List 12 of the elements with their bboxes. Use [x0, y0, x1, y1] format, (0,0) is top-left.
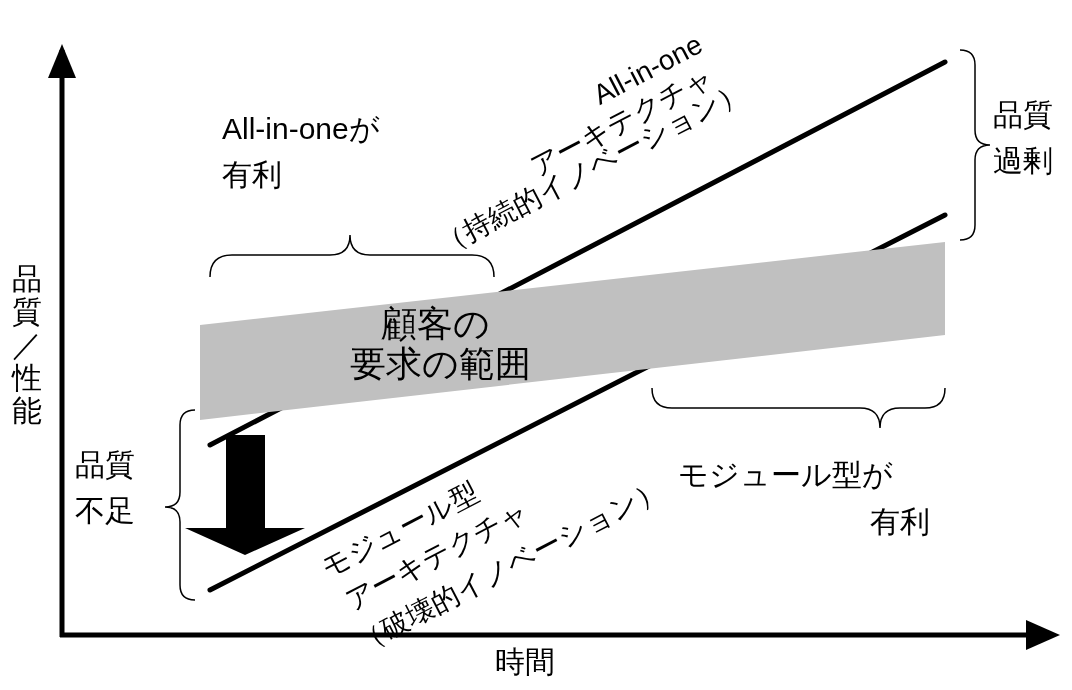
axis-label: 品質／性能 — [12, 262, 42, 427]
band-label: 要求の範囲 — [349, 344, 531, 384]
band-label: 顧客の — [380, 304, 490, 344]
chart-label: 有利 — [222, 158, 282, 193]
chart-label: 不足 — [75, 494, 135, 529]
chart-label: 有利 — [870, 505, 930, 540]
chart-label: 品質 — [993, 98, 1053, 133]
chart-label: All-in-oneが — [222, 112, 380, 147]
chart-label: モジュール型が — [678, 458, 893, 493]
chart-label: 時間 — [495, 645, 555, 680]
chart-label: 過剰 — [993, 144, 1053, 179]
chart-label: 品質 — [75, 448, 135, 483]
